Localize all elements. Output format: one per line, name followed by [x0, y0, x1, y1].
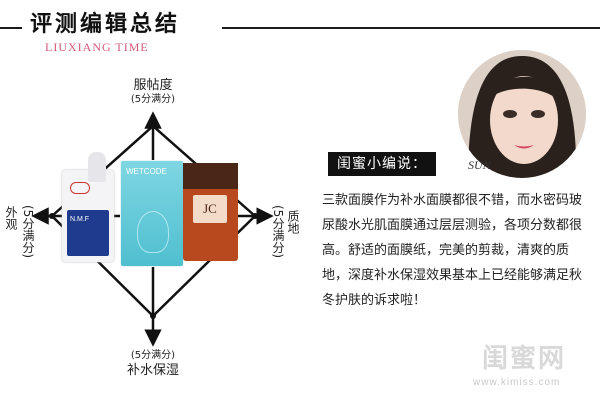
- axis-right-score: (5分满分): [271, 205, 285, 258]
- product-brown-logo: JC: [193, 195, 227, 223]
- axis-bottom: (5分满分) 补水保湿: [113, 350, 193, 379]
- product-blue-text: N.M.F: [70, 216, 90, 223]
- reviewer-label: 闺蜜小编说：: [328, 152, 436, 176]
- watermark-logo: 闺蜜网: [482, 344, 567, 374]
- page-title: 评测编辑总结: [30, 12, 181, 37]
- product-teal-logo: WETCODE: [126, 167, 167, 176]
- product-brown-top: [183, 163, 238, 189]
- product-image-wetcode-mask: WETCODE: [120, 160, 184, 267]
- product-image-jc-mask: JC: [183, 163, 238, 261]
- reviewer-name: SUN: [468, 158, 491, 172]
- axis-bottom-label: 补水保湿: [126, 362, 179, 378]
- header-rule-left: [0, 27, 22, 29]
- axis-dot-top: [150, 123, 156, 129]
- axis-top-score: (5分满分): [130, 94, 176, 106]
- review-text: 三款面膜作为补水面膜都很不错，而水密码玻尿酸水光肌面膜通过层层测验，各项分数都很…: [322, 193, 583, 308]
- watermark-url: www.kimiss.com: [473, 377, 561, 388]
- product-leaf-graphic: [137, 211, 169, 253]
- axis-left-label: 外观: [4, 206, 18, 230]
- axis-dot-right: [252, 213, 258, 219]
- axis-bottom-score: (5分满分): [130, 350, 176, 361]
- page-subtitle: LIUXIANG TIME: [45, 40, 149, 54]
- axis-dot-bottom: [150, 313, 156, 319]
- axis-right-label: 质地: [286, 210, 300, 234]
- axis-left-score: (5分满分): [21, 205, 35, 258]
- axis-dot-left: [49, 213, 55, 219]
- reviewer-avatar: [458, 50, 586, 178]
- product-hanger: [88, 152, 106, 182]
- product-tag: [70, 182, 90, 194]
- header-rule-right: [222, 27, 600, 29]
- product-panel: [67, 210, 109, 256]
- axis-top: 服帖度 (5分满分): [118, 78, 188, 107]
- avatar-face-illustration: [458, 50, 586, 178]
- axis-top-label: 服帖度: [133, 78, 173, 93]
- product-image-nmf-mask: N.M.F: [62, 152, 114, 262]
